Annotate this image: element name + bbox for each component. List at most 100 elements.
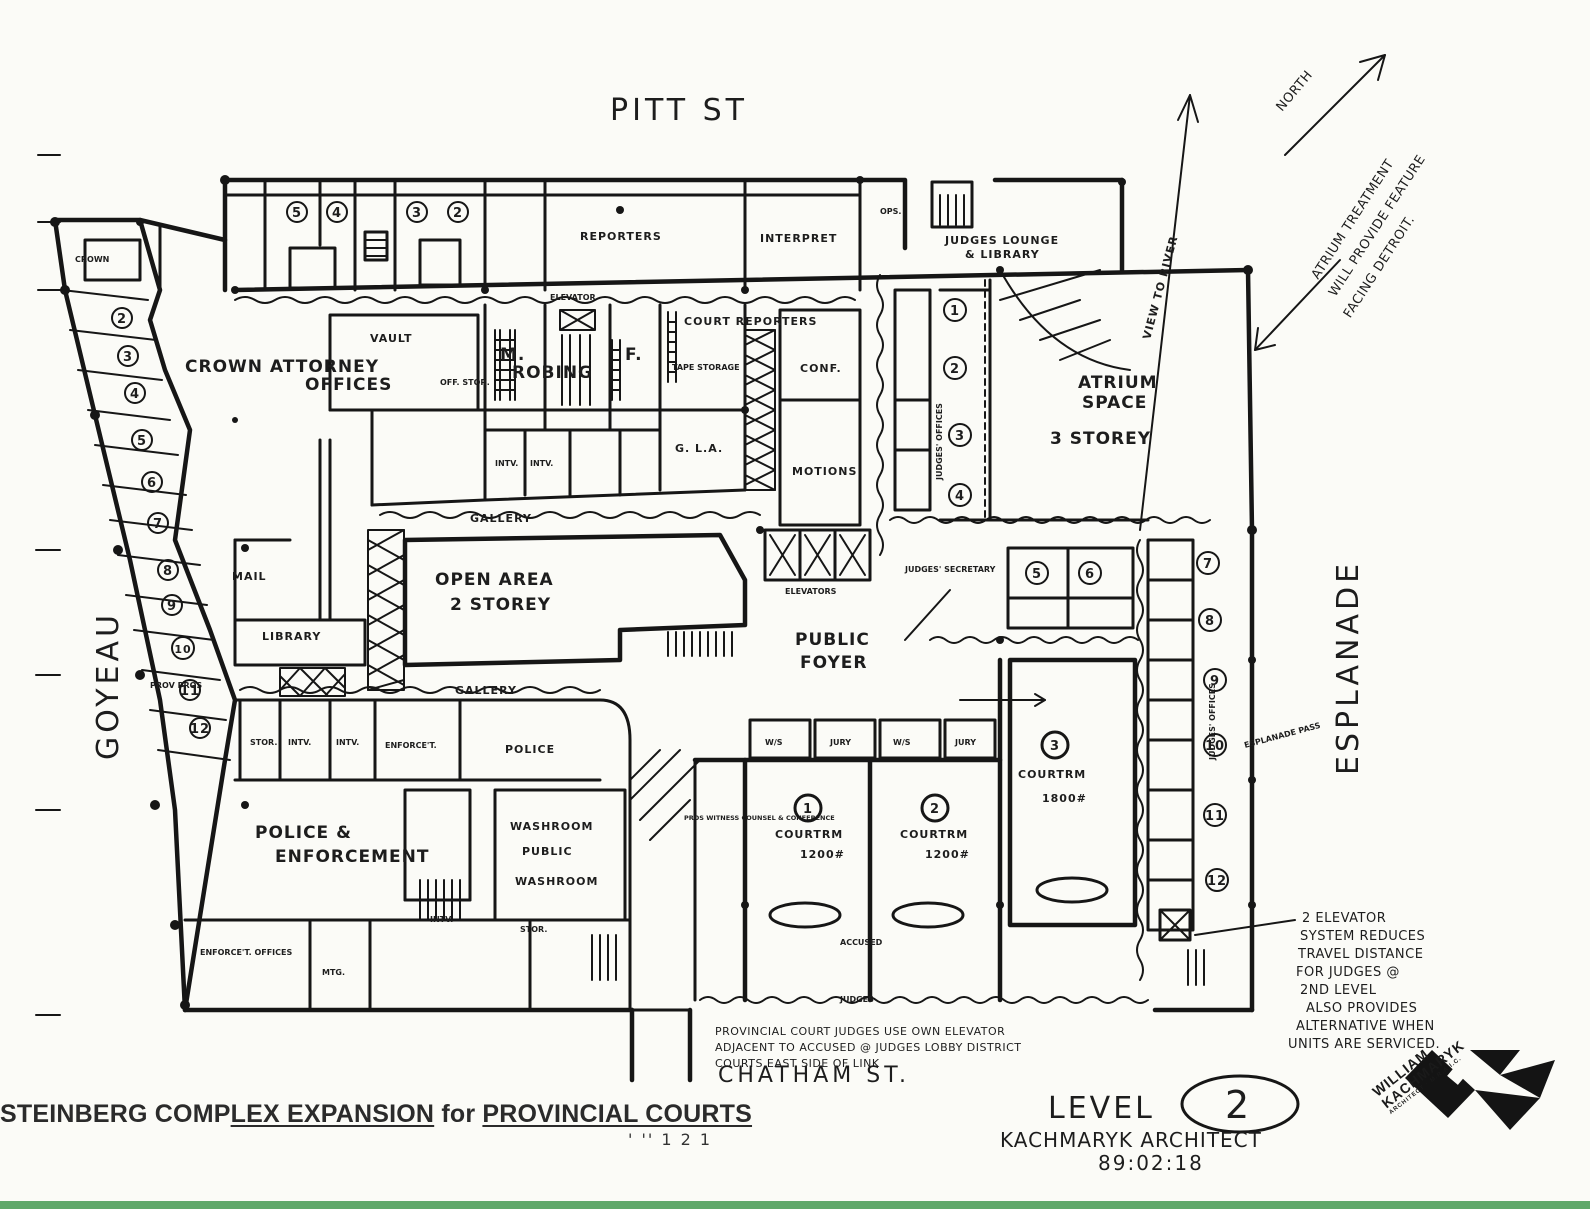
- label-police: POLICE: [505, 743, 555, 756]
- courtroom-block: [692, 657, 1138, 1003]
- svg-text:UNITS ARE SERVICED.: UNITS ARE SERVICED.: [1288, 1037, 1440, 1052]
- svg-text:6: 6: [1085, 567, 1095, 582]
- label-intv: INTV.: [430, 915, 453, 924]
- label-elevators: ELEVATORS: [785, 587, 837, 596]
- svg-text:ALSO PROVIDES: ALSO PROVIDES: [1306, 1001, 1417, 1016]
- label-washroom-2: WASHROOM: [515, 875, 598, 888]
- crown-office-8: 8: [157, 559, 179, 581]
- crown-office-7: 7: [147, 512, 169, 534]
- svg-text:2ND LEVEL: 2ND LEVEL: [1300, 983, 1377, 998]
- judges-office-10: 10: [1203, 733, 1227, 757]
- svg-text:4: 4: [332, 206, 342, 221]
- label-police-and: POLICE &: [255, 823, 352, 843]
- label-open-area: OPEN AREA: [435, 570, 554, 590]
- top-office-4: 4: [326, 201, 348, 223]
- label-two-storey: 2 STOREY: [450, 595, 551, 615]
- crown-office-9: 9: [161, 594, 183, 616]
- label-stor: STOR.: [520, 925, 547, 934]
- svg-text:8: 8: [1205, 614, 1215, 629]
- building-outline: [52, 177, 1255, 1083]
- page-mark: ' '' 1 2 1: [628, 1130, 713, 1149]
- courtroom-number-3: 3: [1040, 730, 1070, 760]
- svg-text:5: 5: [1032, 567, 1042, 582]
- north-range-walls: [83, 178, 974, 294]
- svg-text:8: 8: [163, 564, 173, 579]
- label-three-storey: 3 STOREY: [1050, 429, 1151, 449]
- open-area-stairs: [667, 631, 733, 657]
- svg-text:9: 9: [1210, 674, 1220, 689]
- elevator-system-note: 2 ELEVATOR SYSTEM REDUCES TRAVEL DISTANC…: [1288, 911, 1440, 1052]
- level-number: 2: [1225, 1083, 1250, 1127]
- open-area-outline: [402, 532, 748, 668]
- svg-text:1: 1: [950, 304, 960, 319]
- label-intv-2: INTV.: [288, 738, 311, 747]
- label-robing: ROBING: [512, 363, 593, 383]
- svg-text:ADJACENT TO ACCUSED @ JUDGES L: ADJACENT TO ACCUSED @ JUDGES LOBBY DISTR…: [715, 1041, 1022, 1054]
- label-judges-offices-west: JUDGES' OFFICES: [935, 403, 944, 481]
- judges-office-2: 2: [943, 356, 967, 380]
- judges-office-6: 6: [1078, 561, 1102, 585]
- judges-office-3: 3: [948, 423, 972, 447]
- svg-text:3: 3: [412, 206, 422, 221]
- annotation-arrows: [904, 54, 1386, 936]
- label-tape-storage: TAPE STORAGE: [672, 363, 740, 372]
- svg-text:9: 9: [167, 599, 177, 614]
- svg-text:TRAVEL DISTANCE: TRAVEL DISTANCE: [1297, 947, 1423, 962]
- svg-text:12: 12: [1207, 874, 1227, 889]
- crown-office-2: 2: [111, 307, 133, 329]
- label-area-courtroom-2: 1200#: [925, 848, 970, 861]
- label-reporters: REPORTERS: [580, 230, 662, 243]
- top-office-2: 2: [447, 201, 469, 223]
- judges-office-9: 9: [1203, 668, 1227, 692]
- atrium-treatment-note: ATRIUM TREATMENT WILL PROVIDE FEATURE FA…: [1309, 152, 1429, 320]
- label-judges-secretary: JUDGES' SECRETARY: [904, 565, 996, 574]
- judges-secretary-block: [1006, 538, 1195, 942]
- label-courtroom-3: COURTRM: [1018, 768, 1086, 781]
- judges-office-11: 11: [1203, 803, 1227, 827]
- label-esplanade-pass: ESPLANADE PASS: [1243, 721, 1322, 750]
- label-gallery-top: GALLERY: [470, 512, 532, 525]
- label-interpret: INTERPRET: [760, 232, 837, 245]
- corridor-edges: [234, 274, 1211, 1004]
- label-washroom-1: WASHROOM: [510, 820, 593, 833]
- svg-text:11: 11: [180, 684, 200, 699]
- label-offices: OFFICES: [305, 375, 392, 395]
- judges-office-7: 7: [1196, 551, 1220, 575]
- label-gal: G. L.A.: [675, 442, 723, 455]
- svg-text:6: 6: [147, 476, 157, 491]
- svg-text:11: 11: [1205, 809, 1225, 824]
- svg-text:2 ELEVATOR: 2 ELEVATOR: [1302, 911, 1386, 926]
- label-enforcet-offices: ENFORCE'T. OFFICES: [200, 948, 292, 957]
- crown-office-10: 10: [171, 636, 195, 660]
- svg-text:FOR JUDGES @: FOR JUDGES @: [1296, 965, 1400, 980]
- courtroom-furniture: [630, 718, 1109, 1012]
- svg-text:2: 2: [117, 312, 127, 327]
- architect-signature: KACHMARYK ARCHITECT: [1000, 1128, 1262, 1152]
- svg-text:5: 5: [292, 206, 302, 221]
- street-chatham: CHATHAM ST.: [718, 1063, 910, 1088]
- svg-text:ALTERNATIVE WHEN: ALTERNATIVE WHEN: [1296, 1019, 1435, 1034]
- label-intv-3: INTV.: [336, 738, 359, 747]
- svg-text:7: 7: [1203, 557, 1213, 572]
- svg-text:3: 3: [955, 429, 965, 444]
- label-ops: OPS.: [880, 207, 901, 216]
- label-intv-4: INTV.: [495, 459, 518, 468]
- label-courtroom-1: COURTRM: [775, 828, 843, 841]
- grid-ticks-west: [35, 154, 61, 1016]
- svg-text:4: 4: [955, 489, 965, 504]
- label-public: PUBLIC: [795, 630, 870, 650]
- label-jury-2: JURY: [954, 738, 976, 747]
- label-foyer: FOYER: [800, 653, 867, 673]
- police-block: [183, 698, 632, 1012]
- label-ws-2: W/S: [893, 738, 911, 747]
- label-ws-1: W/S: [765, 738, 783, 747]
- svg-text:1: 1: [803, 802, 813, 817]
- label-judges-offices-east: JUDGES' OFFICES: [1208, 683, 1217, 761]
- architect-logo-mark: [1405, 1050, 1555, 1130]
- motions-block: [763, 308, 872, 582]
- provincial-court-note: PROVINCIAL COURT JUDGES USE OWN ELEVATOR…: [715, 1025, 1022, 1070]
- label-enforcement: ENFORCEMENT: [275, 847, 429, 867]
- svg-text:10: 10: [1205, 739, 1225, 754]
- label-enforcet: ENFORCE'T.: [385, 741, 437, 750]
- label-judges-lounge: JUDGES LOUNGE: [944, 234, 1059, 247]
